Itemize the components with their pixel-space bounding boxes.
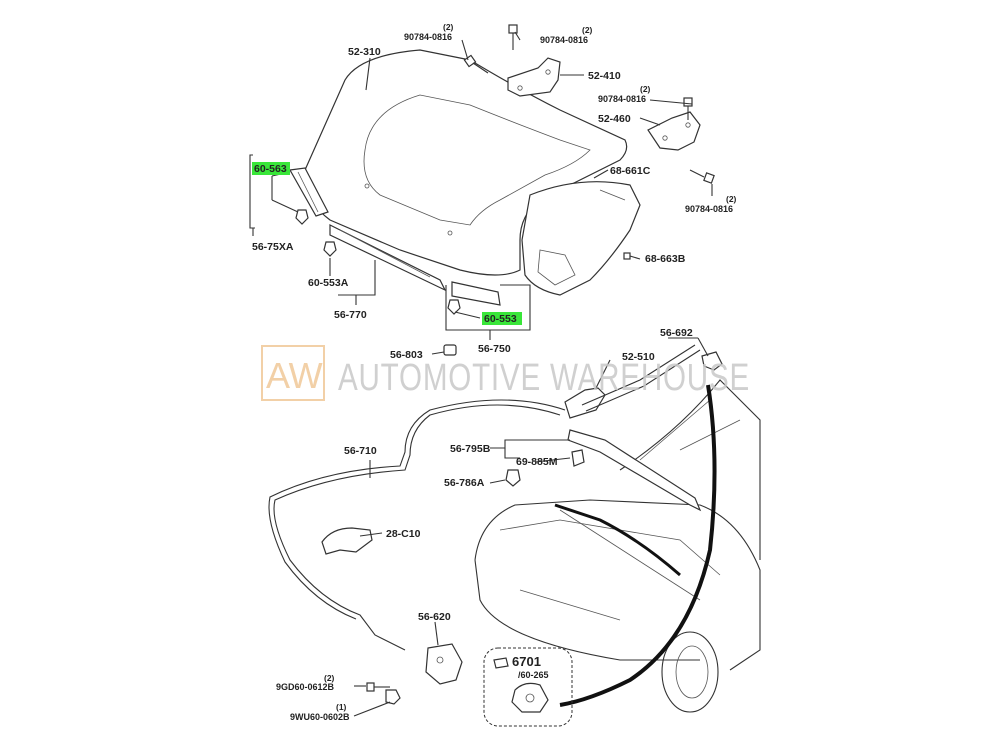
nut-icon — [385, 689, 401, 705]
label-9gd60-0612b: 9GD60-0612B — [276, 682, 335, 692]
latch-bolt — [505, 469, 521, 487]
label-qty: (2) — [640, 84, 651, 94]
hood-latch — [425, 643, 463, 685]
hood-support-rod — [567, 429, 702, 512]
watermark-text: AUTOMOTIVE WAREHOUSE — [338, 357, 750, 399]
label-56-620: 56-620 — [418, 611, 451, 623]
label-60-265: /60-265 — [518, 670, 549, 680]
label-56-75xa: 56-75XA — [252, 241, 294, 253]
inner-fender-panel — [521, 181, 641, 296]
bolt-icon — [689, 169, 715, 184]
clip-icon — [447, 299, 461, 315]
hood-release-cable — [268, 344, 701, 651]
cable-bracket — [321, 527, 373, 555]
clip-icon — [623, 252, 631, 260]
label-69-885m: 69-885M — [516, 456, 558, 468]
label-qty: (2) — [582, 25, 593, 35]
label-90784-0816: 90784-0816 — [598, 94, 646, 104]
label-52-310: 52-310 — [348, 46, 381, 58]
label-56-770: 56-770 — [334, 309, 367, 321]
hood-weatherstrip — [554, 384, 717, 707]
clip-icon — [295, 209, 309, 225]
label-60-563: 60-563 — [254, 163, 287, 175]
bolt-icon — [366, 682, 390, 692]
bumper-stop-icon — [443, 344, 457, 356]
hood-seal-side-left — [289, 167, 329, 217]
label-68-661c: 68-661C — [610, 165, 651, 177]
label-90784-0816: 90784-0816 — [685, 204, 733, 214]
hood-seal-front — [329, 224, 447, 292]
label-56-710: 56-710 — [344, 445, 377, 457]
label-60-553a: 60-553A — [308, 277, 349, 289]
label-28-c10: 28-C10 — [386, 528, 421, 540]
label-52-410: 52-410 — [588, 70, 621, 82]
hood-hinge-left — [507, 57, 561, 97]
label-qty: (2) — [443, 22, 454, 32]
cable-clip — [571, 449, 585, 467]
label-6701: 6701 — [512, 654, 541, 669]
hood-panel — [304, 49, 628, 276]
bolt-icon — [508, 24, 518, 50]
label-qty: (2) — [726, 194, 737, 204]
highlight-60-553 — [482, 312, 522, 325]
highlight-60-563 — [252, 162, 290, 175]
label-68-663b: 68-663B — [645, 253, 686, 265]
label-52-510: 52-510 — [622, 351, 655, 363]
label-56-795b: 56-795B — [450, 443, 491, 455]
label-52-460: 52-460 — [598, 113, 631, 125]
clip-icon — [323, 241, 337, 257]
label-qty: (2) — [324, 673, 335, 683]
hood-seal-side-right — [451, 281, 501, 306]
label-56-750: 56-750 — [478, 343, 511, 355]
labels: 52-310 (2) 90784-0816 (2) 90784-0816 52-… — [252, 22, 737, 722]
watermark-logo: AW — [266, 355, 323, 396]
label-90784-0816: 90784-0816 — [540, 35, 588, 45]
label-9wu60-0602b: 9WU60-0602B — [290, 712, 350, 722]
label-56-786a: 56-786A — [444, 477, 485, 489]
bolt-icon — [683, 97, 693, 120]
label-60-553: 60-553 — [484, 313, 517, 325]
label-56-692: 56-692 — [660, 327, 693, 339]
leader-lines — [249, 31, 713, 727]
rod-holder-clip — [701, 351, 723, 371]
hood-hinge-right — [647, 111, 701, 151]
label-90784-0816: 90784-0816 — [404, 32, 452, 42]
label-qty: (1) — [336, 702, 347, 712]
watermark: AW AUTOMOTIVE WAREHOUSE — [261, 345, 750, 401]
label-56-803: 56-803 — [390, 349, 423, 361]
